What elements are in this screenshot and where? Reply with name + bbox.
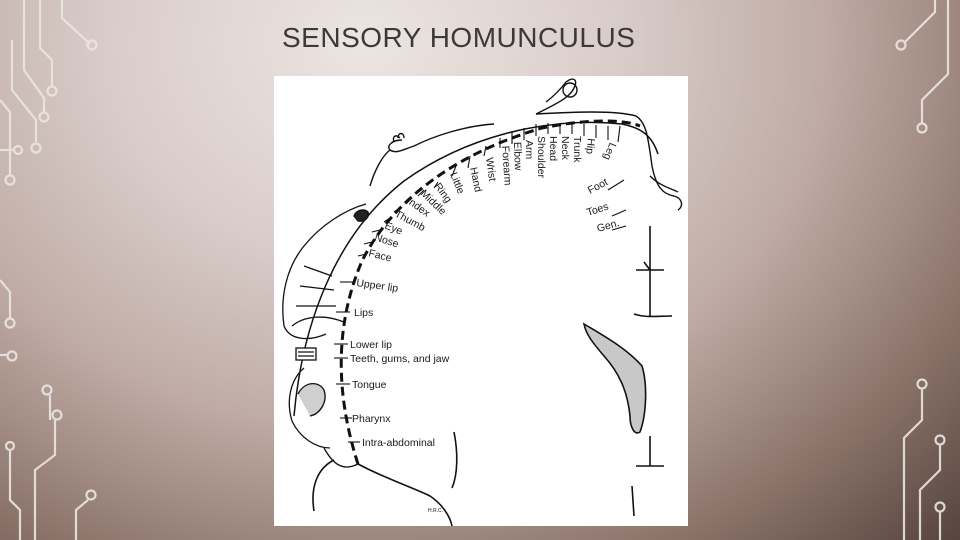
label-lower-lip: Lower lip [350, 339, 392, 351]
label-teeth-gums-jaw: Teeth, gums, and jaw [350, 353, 450, 365]
label-arm: Arm [523, 140, 535, 160]
homunculus-mouth [288, 347, 359, 468]
side-labels: Upper lip Lips Lower lip Teeth, gums, an… [350, 277, 450, 449]
homunculus-illustration: Little Ring Middle Index Thumb Eye Nose … [282, 78, 683, 526]
illustrator-signature: H.R.C. [428, 508, 443, 514]
insular-section [582, 226, 673, 517]
label-pharynx: Pharynx [352, 413, 391, 425]
cortex-outline [293, 121, 659, 417]
label-elbow: Elbow [511, 142, 524, 171]
label-toes: Toes [585, 201, 610, 219]
label-leg: Leg [601, 141, 619, 162]
label-neck: Neck [559, 136, 571, 161]
label-tongue: Tongue [352, 379, 387, 391]
label-foot: Foot [586, 176, 610, 196]
label-wrist: Wrist [483, 157, 498, 182]
abdomen-outline [312, 431, 458, 526]
label-lips: Lips [354, 307, 373, 319]
label-face: Face [367, 247, 393, 264]
sensory-strip-arc [339, 119, 641, 465]
arc-labels: Little Ring Middle Index Thumb Eye Nose … [367, 136, 620, 265]
arc-tick-lines [334, 123, 627, 443]
label-trunk: Trunk [571, 136, 583, 163]
homunculus-figure: Little Ring Middle Index Thumb Eye Nose … [274, 76, 688, 526]
label-hand: Hand [467, 166, 484, 193]
label-genitals: Gen. [596, 217, 621, 235]
label-head: Head [547, 136, 559, 161]
label-forearm: Forearm [499, 145, 514, 186]
homunculus-body [369, 78, 683, 211]
label-intra-abdominal: Intra-abdominal [362, 437, 435, 449]
homunculus-face [282, 203, 370, 340]
label-hip: Hip [583, 138, 597, 155]
label-upper-lip: Upper lip [356, 277, 399, 295]
slide-title: SENSORY HOMUNCULUS [282, 22, 636, 53]
label-shoulder: Shoulder [535, 136, 547, 179]
